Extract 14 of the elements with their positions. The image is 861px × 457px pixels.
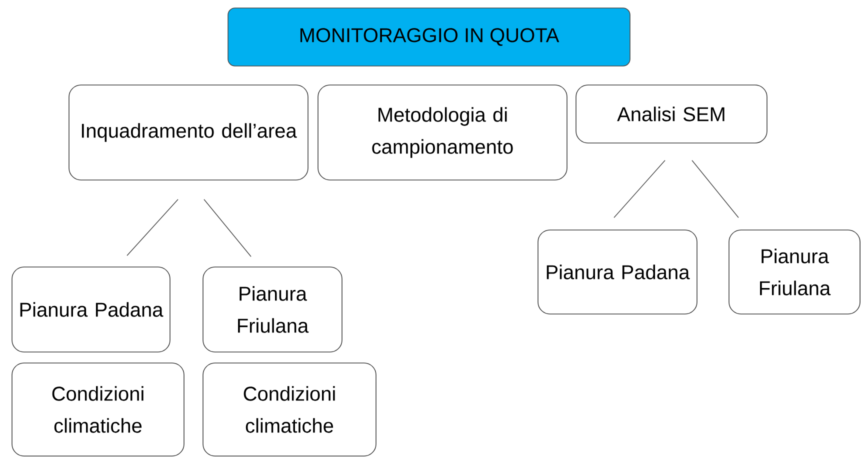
text-box: Pianura Padana [12,266,170,352]
text-box: Analisi SEM [576,84,768,144]
connector-line [692,160,739,218]
text-box: Condizioni climatiche [202,362,376,456]
text-box: Condizioni climatiche [12,362,184,456]
connector-line [126,199,178,256]
text-box: Pianura Friulana [202,266,342,352]
text-box: Pianura Padana [538,230,698,314]
connector-line [204,199,252,257]
text-box: Pianura Friulana [728,230,860,314]
text-box: Inquadramento dell’area [68,84,308,180]
text-box: Metodologia di campionamento [318,84,568,180]
connector-line [614,160,666,218]
title-box: MONITORAGGIO IN QUOTA [228,8,630,66]
